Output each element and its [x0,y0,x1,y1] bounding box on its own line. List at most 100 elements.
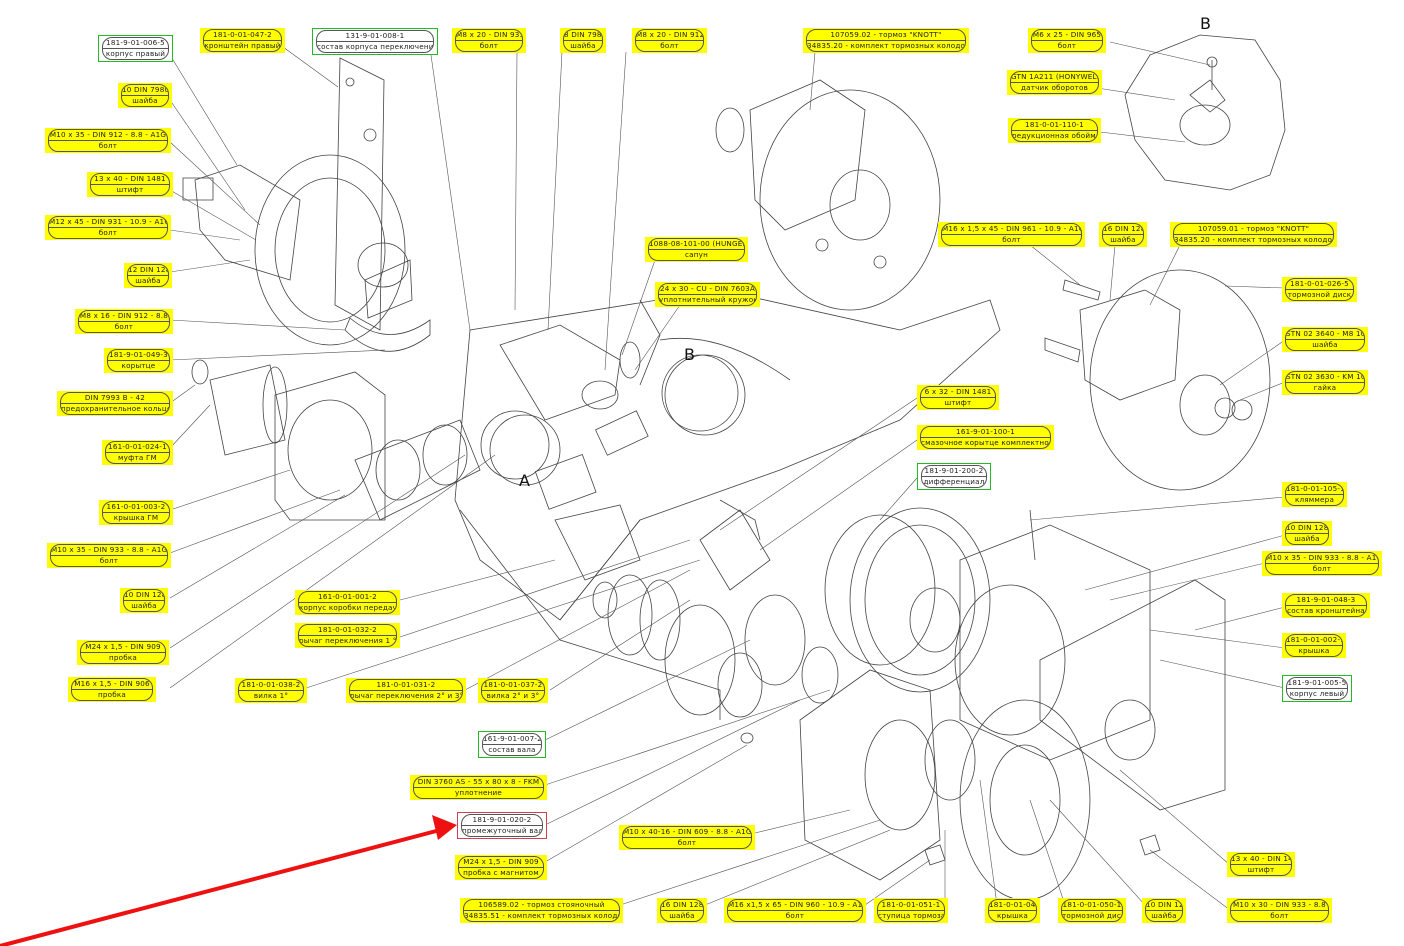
part-code: 181-0-01-026-5 [1290,279,1349,288]
parking-brake [800,670,1160,900]
left-housing [955,510,1225,810]
part-code: M10 x 40-16 - DIN 609 - 8.8 - A1G [623,827,752,836]
part-name: муфта ГМ [106,452,169,463]
part-name: состав кронштейна [1286,605,1366,615]
part-code: 181-9-01-006-5 [106,38,165,47]
part-code: M10 x 35 - DIN 933 - 8.8 - A1G [51,545,168,554]
label-pill: GTN 1A211 (HONYWELL)датчик оборотов [1010,71,1099,94]
label-pill: 107059.01 - тормоз "KNOTT"34835.20 - ком… [1173,223,1334,246]
part-name: уплотнение [414,787,543,798]
part-name: болт [623,837,751,848]
part-code: 181-0-01-002-1 [1286,635,1343,644]
part-code: M10 x 35 - DIN 912 - 8.8 - A1G [49,130,167,139]
part-code: M6 x 25 - DIN 965 [1032,30,1102,39]
part-name: болт [79,321,169,332]
gearbox-housing [455,290,1000,720]
part-code: 131-9-01-008-1 [345,31,405,40]
part-code: M24 x 1,5 - DIN 909 [463,857,539,866]
part-name: шайба [128,275,168,286]
part-name: ступица тормоза [878,910,945,920]
view-letter-a: A [519,471,530,490]
part-code: 181-0-01-047-2 [213,30,272,39]
part-code: 161-0-01-003-2 [106,502,166,511]
part-code: 10 DIN 128 [124,590,165,599]
part-name: штифт [91,184,169,195]
part-label: 107059.01 - тормоз "KNOTT"34835.20 - ком… [1170,222,1337,247]
label-pill: 107059.02 - тормоз "KNOTT"34835.20 - ком… [806,29,966,52]
part-code: 181-0-01-032-2 [318,625,377,634]
part-name: предохранительное кольцо [61,403,170,413]
part-code: M16 x 1,5 x 45 - DIN 961 - 10.9 - A1G [942,224,1082,233]
part-name: кронштейн правый [204,40,281,50]
part-code: 107059.01 - тормоз "KNOTT" [1197,224,1310,233]
part-name: болт [456,40,522,51]
part-name: болт [51,555,167,566]
part-code: 107059.02 - тормоз "KNOTT" [830,30,942,39]
part-code: STN 02 3640 - M8 10 [1286,329,1365,338]
part-name: болт [1032,40,1102,51]
part-code: DIN 7993 B - 42 [84,393,146,402]
part-name: крышка [989,910,1036,921]
part-code: 181-9-01-049-3 [109,350,168,359]
part-name: пробка [81,652,165,663]
part-code: 10 DIN 7980 [122,85,169,94]
part-code: 181-9-01-020-2 [472,815,532,824]
part-code: 10 DIN 128 [1286,523,1329,532]
part-name: крышка [1286,645,1342,656]
part-code: M24 x 1,5 - DIN 909 [85,642,161,651]
part-name: рычаг переключения 2° и 3° [350,690,463,700]
part-code: 6 x 32 - DIN 1481 [924,387,992,396]
part-name: корпус правый [103,48,168,59]
